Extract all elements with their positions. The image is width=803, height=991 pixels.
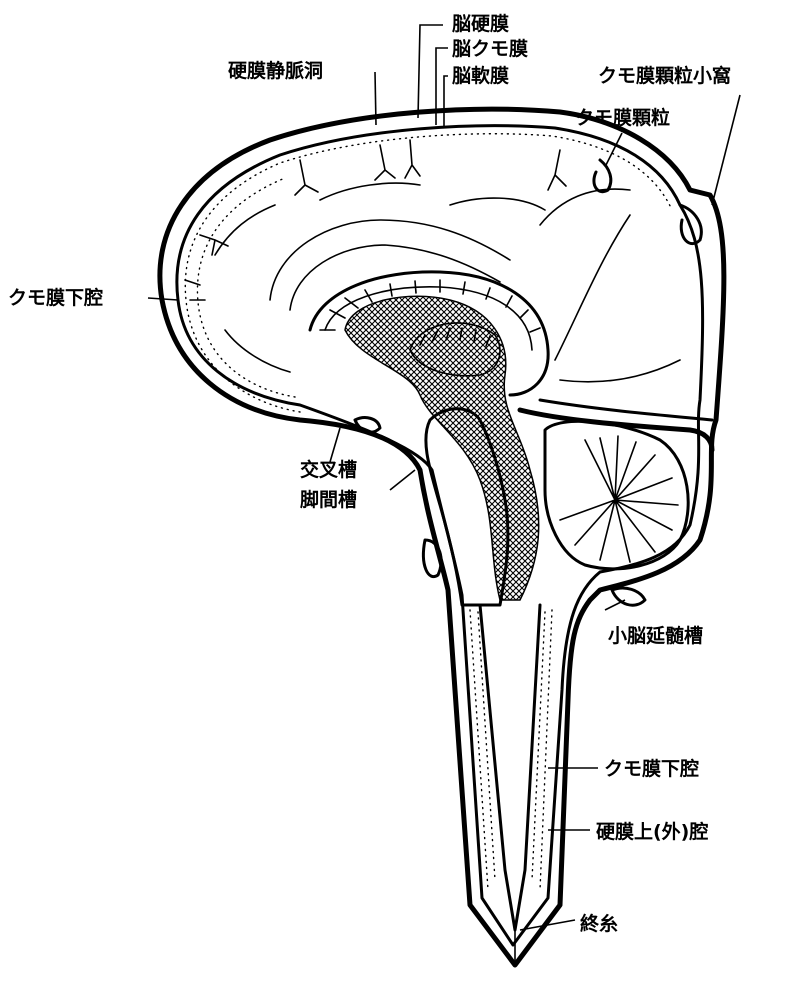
label-subarachnoid-spinal: クモ膜下腔 <box>604 757 699 780</box>
label-cisterna-magna: 小脳延髄槽 <box>608 624 703 647</box>
label-chiasmatic-cistern: 交叉槽 <box>300 458 357 481</box>
cerebellum <box>545 421 688 569</box>
subarachnoid-space-spinal <box>470 610 552 890</box>
label-pia-mater: 脳軟膜 <box>451 64 509 87</box>
label-dural-sinus: 硬膜静脈洞 <box>228 59 323 82</box>
label-granulation-pit: クモ膜顆粒小窩 <box>598 64 731 87</box>
label-epidural-space: 硬膜上(外)腔 <box>596 820 708 843</box>
label-interpeduncular-cistern: 脚間槽 <box>300 488 357 511</box>
label-subarachnoid-brain: クモ膜下腔 <box>8 286 103 309</box>
label-arachnoid: 脳クモ膜 <box>451 37 528 60</box>
label-granulation: クモ膜顆粒 <box>575 106 670 129</box>
label-dura-mater: 脳硬膜 <box>451 12 509 35</box>
label-filum-terminale: 終糸 <box>580 912 618 935</box>
leader-lines <box>148 25 740 930</box>
